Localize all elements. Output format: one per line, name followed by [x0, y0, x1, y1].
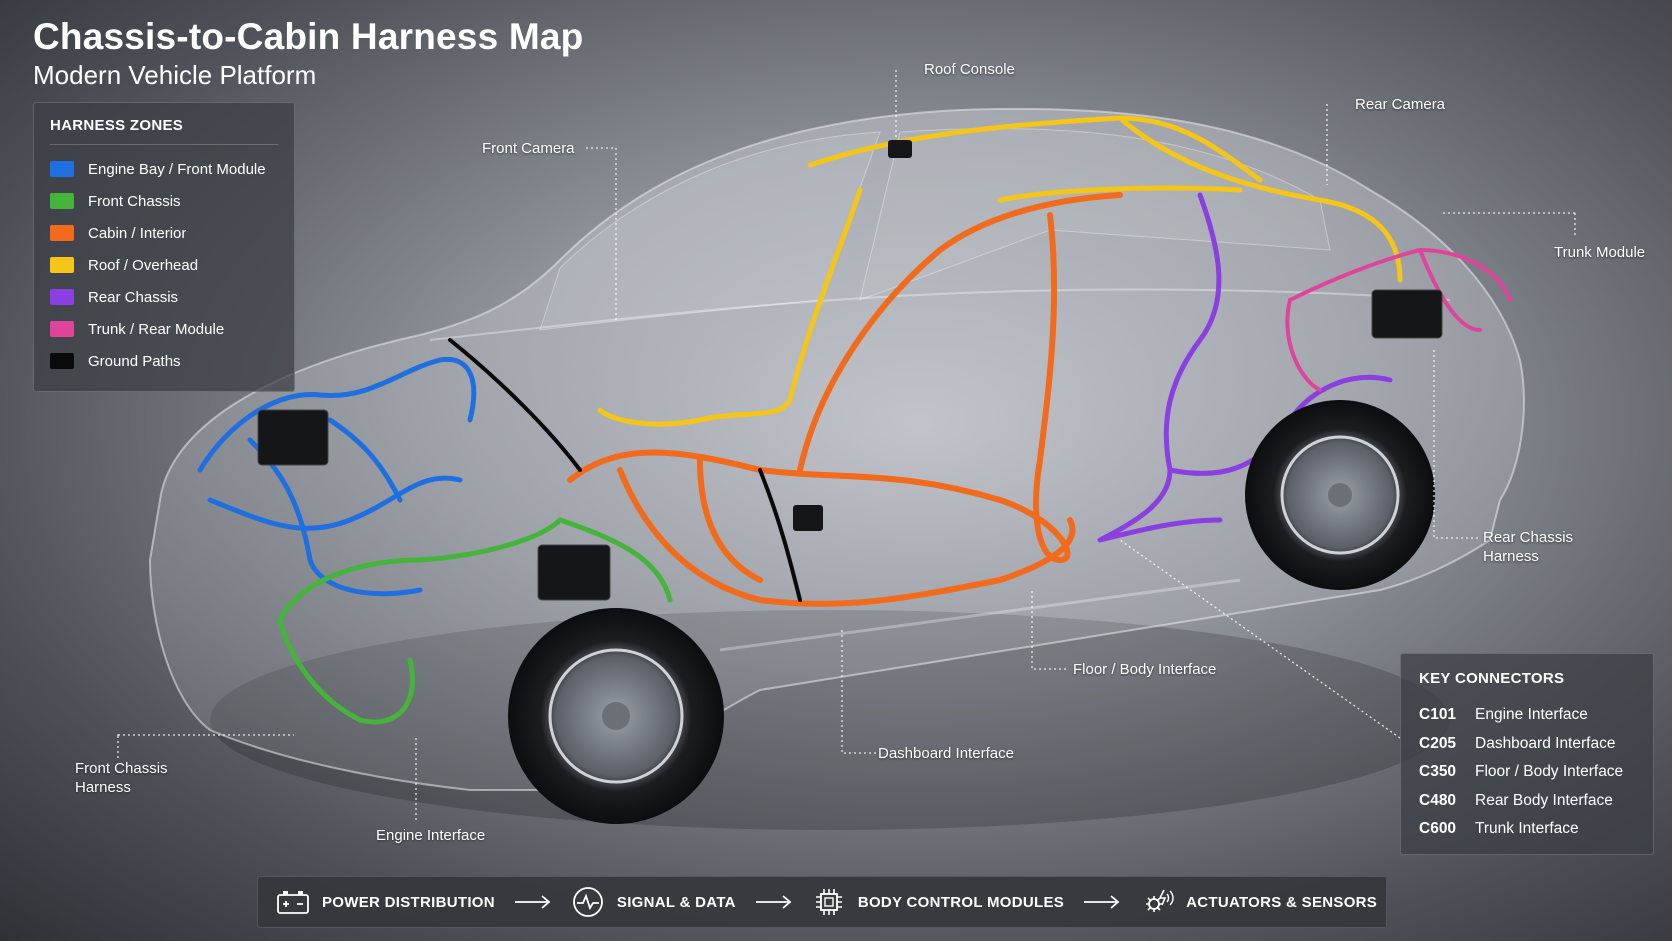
legend-item-label: Cabin / Interior	[88, 224, 187, 242]
chip-icon	[812, 885, 846, 919]
connector-code: C205	[1419, 734, 1457, 752]
connector-code: C350	[1419, 763, 1457, 781]
harness-cabin	[567, 192, 1123, 607]
legend-item-label: Ground Paths	[88, 352, 181, 370]
battery-icon	[276, 885, 310, 919]
callout-trunk-module: Trunk Module	[1554, 244, 1646, 261]
flow-step-power: POWER DISTRIBUTION	[276, 885, 495, 919]
flow-step-label: ACTUATORS & SENSORS	[1186, 893, 1378, 911]
harness-ground-paths	[448, 338, 802, 602]
callout-rear-chassis-line1: Rear Chassis	[1483, 529, 1574, 546]
legend-swatch-green	[50, 193, 74, 209]
arrow-right-icon	[503, 895, 563, 909]
connector-row: C101 Engine Interface	[1401, 701, 1653, 730]
key-connectors-panel: KEY CONNECTORS C101 Engine Interface C20…	[1400, 653, 1654, 855]
callout-floor-body-interface: Floor / Body Interface	[1073, 661, 1217, 678]
legend-item-label: Front Chassis	[88, 192, 181, 210]
callout-front-camera: Front Camera	[482, 140, 575, 157]
legend-item-front-chassis: Front Chassis	[34, 185, 294, 217]
front-wheel	[508, 608, 724, 824]
connector-row: C480 Rear Body Interface	[1401, 787, 1653, 816]
callout-engine-interface: Engine Interface	[376, 827, 486, 844]
legend-swatch-pink	[50, 321, 74, 337]
trunk-module-box	[1371, 289, 1443, 339]
harness-front-chassis	[277, 517, 673, 725]
callout-roof-console: Roof Console	[924, 61, 1015, 78]
connector-label: Floor / Body Interface	[1475, 763, 1624, 781]
arrow-right-icon	[744, 895, 804, 909]
flow-step-signal: SIGNAL & DATA	[571, 885, 736, 919]
engine-module	[257, 409, 329, 466]
callout-front-chassis-line1: Front Chassis	[75, 760, 168, 777]
connector-label: Dashboard Interface	[1475, 734, 1616, 752]
connector-code: C480	[1419, 791, 1457, 809]
legend-swatch-black	[50, 353, 74, 369]
legend-item-label: Roof / Overhead	[88, 256, 199, 274]
legend-item-label: Rear Chassis	[88, 288, 179, 306]
legend-item-rear-chassis: Rear Chassis	[34, 281, 294, 313]
flow-step-actuators: ACTUATORS & SENSORS	[1140, 885, 1377, 919]
key-connectors-title: KEY CONNECTORS	[1419, 670, 1565, 687]
front-body-module	[537, 544, 611, 601]
legend-swatch-purple	[50, 289, 74, 305]
legend-divider	[50, 144, 278, 145]
legend-item-engine-bay: Engine Bay / Front Module	[34, 153, 294, 185]
connector-label: Engine Interface	[1475, 706, 1588, 724]
callout-rear-chassis-line2: Harness	[1483, 548, 1539, 565]
callout-rear-camera: Rear Camera	[1355, 96, 1446, 113]
harness-trunk	[1285, 247, 1512, 392]
rocker	[719, 578, 1241, 652]
connector-row: C350 Floor / Body Interface	[1401, 758, 1653, 787]
connector-label: Trunk Interface	[1475, 820, 1579, 838]
legend-item-cabin: Cabin / Interior	[34, 217, 294, 249]
page-subtitle: Modern Vehicle Platform	[33, 60, 317, 90]
harness-engine-bay	[197, 356, 477, 597]
floor-connector	[793, 505, 823, 531]
connector-label: Rear Body Interface	[1475, 791, 1613, 809]
connector-code: C101	[1419, 706, 1457, 724]
arrow-right-icon	[1072, 895, 1132, 909]
harness-zones-legend: HARNESS ZONES Engine Bay / Front Module …	[33, 102, 295, 392]
connector-code: C600	[1419, 820, 1457, 838]
legend-item-ground: Ground Paths	[34, 345, 294, 377]
callout-front-chassis-line2: Harness	[75, 779, 131, 796]
windshield	[539, 131, 881, 331]
rear-wheel	[1245, 400, 1435, 590]
legend-title: HARNESS ZONES	[50, 117, 184, 134]
legend-item-label: Trunk / Rear Module	[88, 320, 225, 338]
connector-row: C600 Trunk Interface	[1401, 815, 1653, 844]
signal-flow-bar: POWER DISTRIBUTION SIGNAL & DATA BODY CO…	[257, 876, 1387, 928]
car-body	[148, 107, 1525, 791]
connector-row: C205 Dashboard Interface	[1401, 730, 1653, 759]
flow-step-body-control: BODY CONTROL MODULES	[812, 885, 1064, 919]
legend-swatch-yellow	[50, 257, 74, 273]
flow-step-label: SIGNAL & DATA	[616, 893, 736, 911]
beltline	[429, 288, 1451, 341]
callout-leaders	[117, 70, 1576, 820]
legend-swatch-blue	[50, 161, 74, 177]
page-title: Chassis-to-Cabin Harness Map	[33, 16, 584, 57]
roof-console-box	[888, 140, 912, 158]
harness-roof	[597, 115, 1403, 427]
legend-item-trunk: Trunk / Rear Module	[34, 313, 294, 345]
legend-item-label: Engine Bay / Front Module	[88, 160, 266, 178]
waveform-icon	[571, 885, 605, 919]
legend-swatch-orange	[50, 225, 74, 241]
flow-step-label: POWER DISTRIBUTION	[322, 893, 495, 911]
legend-item-roof: Roof / Overhead	[34, 249, 294, 281]
sensor-icon	[1140, 885, 1174, 919]
flow-step-label: BODY CONTROL MODULES	[857, 893, 1065, 911]
callout-dashboard-interface: Dashboard Interface	[878, 745, 1014, 762]
